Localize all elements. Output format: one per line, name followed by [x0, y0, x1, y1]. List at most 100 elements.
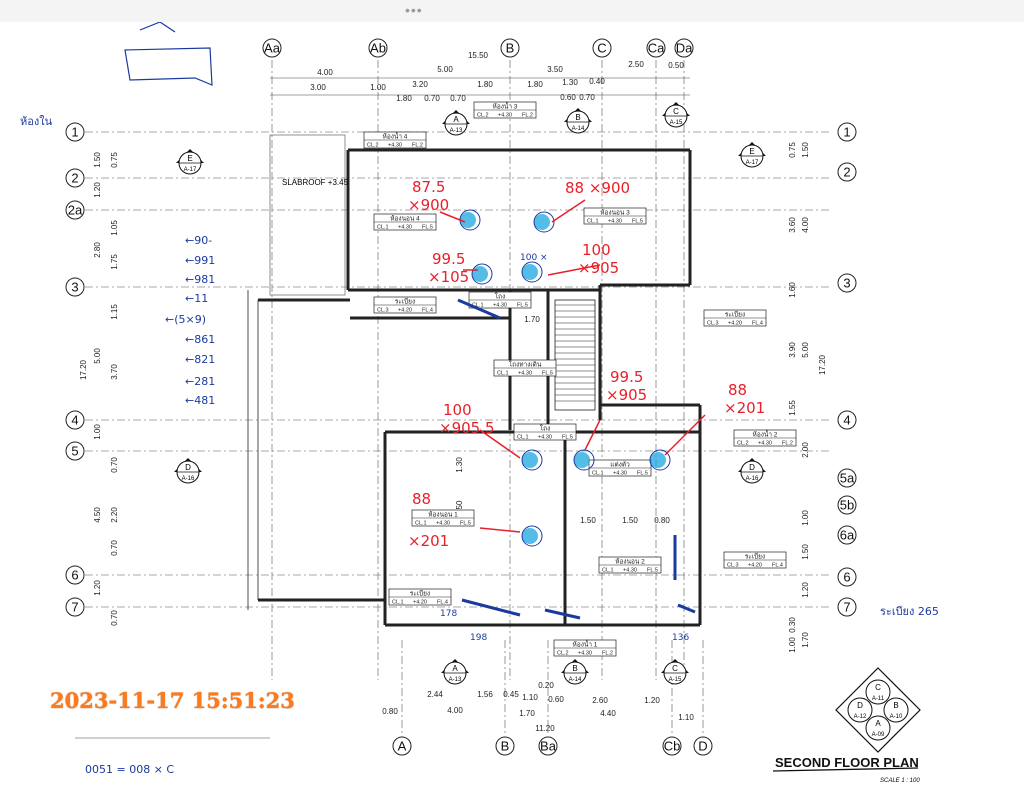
- grid-bottom-bubble: [662, 736, 682, 756]
- room-name: โถง: [540, 425, 551, 433]
- room-name: ห้องนอน 2: [615, 558, 645, 566]
- red-arrow: [551, 199, 586, 223]
- section-sheet: A-15: [669, 677, 682, 683]
- key-plan-circle: [847, 697, 873, 723]
- grid-right-bubble: [837, 410, 857, 430]
- grid-right-label: 3: [843, 276, 850, 291]
- room-floor-code: FL.5: [637, 471, 648, 477]
- grid-left-label: 5: [71, 444, 78, 459]
- room-ceiling-code: CL.1: [497, 371, 509, 377]
- grid-left-bubble: [65, 277, 85, 297]
- red-arrow: [479, 527, 521, 533]
- dimension-label: 1.80: [527, 80, 543, 89]
- grid-top-label: C: [597, 41, 606, 56]
- grid-bottom-bubble: [392, 736, 412, 756]
- room-level: +4.30: [623, 568, 637, 574]
- dimension-label: 2.80: [93, 242, 102, 258]
- grid-left-label: 4: [71, 413, 78, 428]
- key-plan-letter: B: [893, 701, 898, 710]
- room-level: +4.30: [758, 441, 772, 447]
- section-marker: AA-13: [442, 110, 470, 136]
- room-ceiling-code: CL.1: [587, 219, 599, 225]
- dimension-label: 2.50: [628, 60, 644, 69]
- dimension-label: 3.60: [788, 217, 797, 233]
- dimension-label: 1.50: [93, 152, 102, 168]
- section-letter: E: [187, 154, 192, 163]
- blue-handwritten-note: ←861: [185, 333, 215, 346]
- room-floor-code: FL.4: [422, 308, 433, 314]
- section-marker: DA-16: [174, 458, 202, 484]
- section-marker: E A-17: [176, 149, 204, 175]
- section-letter: C: [673, 107, 679, 116]
- section-sheet: A-17: [184, 167, 197, 173]
- dimension-label: 1.70: [524, 315, 540, 324]
- dimension-label: 1.15: [110, 304, 119, 320]
- section-letter: E: [749, 147, 754, 156]
- dimension-label: 1.30: [455, 457, 464, 473]
- room-name: ห้องนอน 3: [600, 209, 630, 217]
- section-sheet: A-13: [449, 677, 462, 683]
- dimension-label: 0.50: [668, 61, 684, 70]
- photo-timestamp: 2023-11-17 15:51:23: [50, 688, 295, 713]
- blue-handwritten-note: ←481: [185, 394, 215, 407]
- dimension-label: 4.40: [600, 709, 616, 718]
- dimension-label: 0.70: [450, 94, 466, 103]
- red-dimension-note: 99.5: [610, 368, 643, 386]
- red-arrow: [547, 264, 601, 276]
- blue-handwritten-note: ←11: [185, 292, 208, 305]
- dimension-label: 1.80: [396, 94, 412, 103]
- red-dimension-note: ×105: [428, 268, 469, 286]
- grid-left-label: 1: [71, 125, 78, 140]
- room-level: +4.30: [436, 521, 450, 527]
- room-floor-code: FL.4: [437, 600, 448, 606]
- grid-left-label: 3: [71, 280, 78, 295]
- door-circle-markup: [573, 449, 595, 471]
- grid-right-label: 7: [843, 600, 850, 615]
- room-level: +4.30: [578, 651, 592, 657]
- grid-bottom-bubble: [495, 736, 515, 756]
- key-plan-diamond: [835, 667, 921, 753]
- red-dimension-note: 100: [443, 401, 472, 419]
- blue-handwritten-note: ←90-: [185, 234, 212, 247]
- red-arrow: [439, 211, 466, 223]
- dimension-label: 0.70: [579, 93, 595, 102]
- blue-handwritten-note: 136: [672, 633, 689, 643]
- blue-handwritten-note: ระเบียง 265: [880, 605, 939, 618]
- room-level: +4.30: [388, 143, 402, 149]
- red-dimension-note: 99.5: [432, 250, 465, 268]
- room-ceiling-code: CL.3: [377, 308, 389, 314]
- room-floor-code: FL.2: [412, 143, 423, 149]
- section-markers: EA-17EA-17DA-16DA-16AA-13BA-14CA-15AA-13…: [174, 102, 766, 685]
- dimension-label: 1.55: [788, 400, 797, 416]
- dimension-label: 1.50: [801, 142, 810, 158]
- window-menu-dots[interactable]: •••: [405, 2, 423, 18]
- blue-handwritten-note: 178: [440, 609, 457, 619]
- section-letter: B: [575, 113, 580, 122]
- dimension-label: 1.20: [644, 696, 660, 705]
- red-arrow: [479, 429, 521, 459]
- dimension-label: 5.00: [93, 348, 102, 364]
- dimension-label: 4.00: [317, 68, 333, 77]
- grid-right-bubble: [837, 122, 857, 142]
- dimension-label: 3.50: [547, 65, 563, 74]
- section-marker: CA-15: [661, 659, 689, 685]
- door-highlight: [522, 528, 538, 544]
- section-sheet: A-15: [670, 120, 683, 126]
- door-circle-markup: [471, 263, 493, 285]
- section-sheet: A-17: [746, 160, 759, 166]
- grid-right-label: 6: [843, 570, 850, 585]
- grid-top-bubble: [500, 38, 520, 58]
- key-plan-letter: A: [875, 719, 881, 728]
- dimension-label: 3.00: [310, 83, 326, 92]
- dimension-label: 11.20: [535, 724, 555, 733]
- red-dimension-note: ×905: [606, 386, 647, 404]
- grid-bottom-label: B: [501, 739, 510, 754]
- grid-right-bubble: [837, 495, 857, 515]
- section-marker: C A-15: [662, 102, 690, 128]
- dimension-label: 4.00: [447, 706, 463, 715]
- dimension-label: 17.20: [818, 354, 827, 375]
